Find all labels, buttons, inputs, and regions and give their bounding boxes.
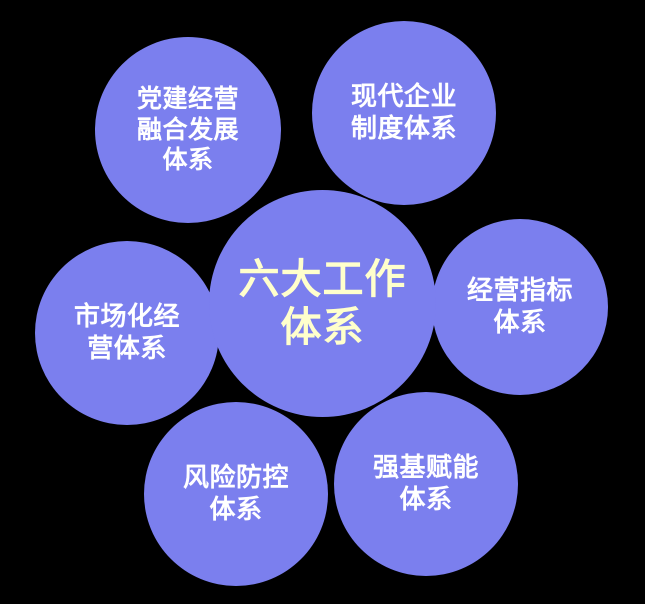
node-business-indicator[interactable]: 经营指标 体系 — [432, 219, 608, 395]
node-strengthen-empower[interactable]: 强基赋能 体系 — [334, 392, 518, 576]
node-strengthen-empower-label: 强基赋能 体系 — [372, 452, 479, 515]
node-risk-control-label: 风险防控 体系 — [182, 462, 289, 525]
node-party-building-label: 党建经营 融合发展 体系 — [136, 84, 239, 175]
node-marketized-operation[interactable]: 市场化经 营体系 — [35, 241, 219, 425]
node-marketized-operation-label: 市场化经 营体系 — [73, 301, 180, 364]
node-modern-enterprise[interactable]: 现代企业 制度体系 — [312, 21, 496, 205]
node-business-indicator-label: 经营指标 体系 — [466, 275, 573, 338]
node-center-six-systems[interactable]: 六大工作 体系 — [209, 190, 436, 417]
node-modern-enterprise-label: 现代企业 制度体系 — [350, 81, 457, 144]
node-party-building[interactable]: 党建经营 融合发展 体系 — [95, 37, 281, 223]
node-center-label: 六大工作 体系 — [238, 254, 407, 351]
node-risk-control[interactable]: 风险防控 体系 — [144, 402, 328, 586]
